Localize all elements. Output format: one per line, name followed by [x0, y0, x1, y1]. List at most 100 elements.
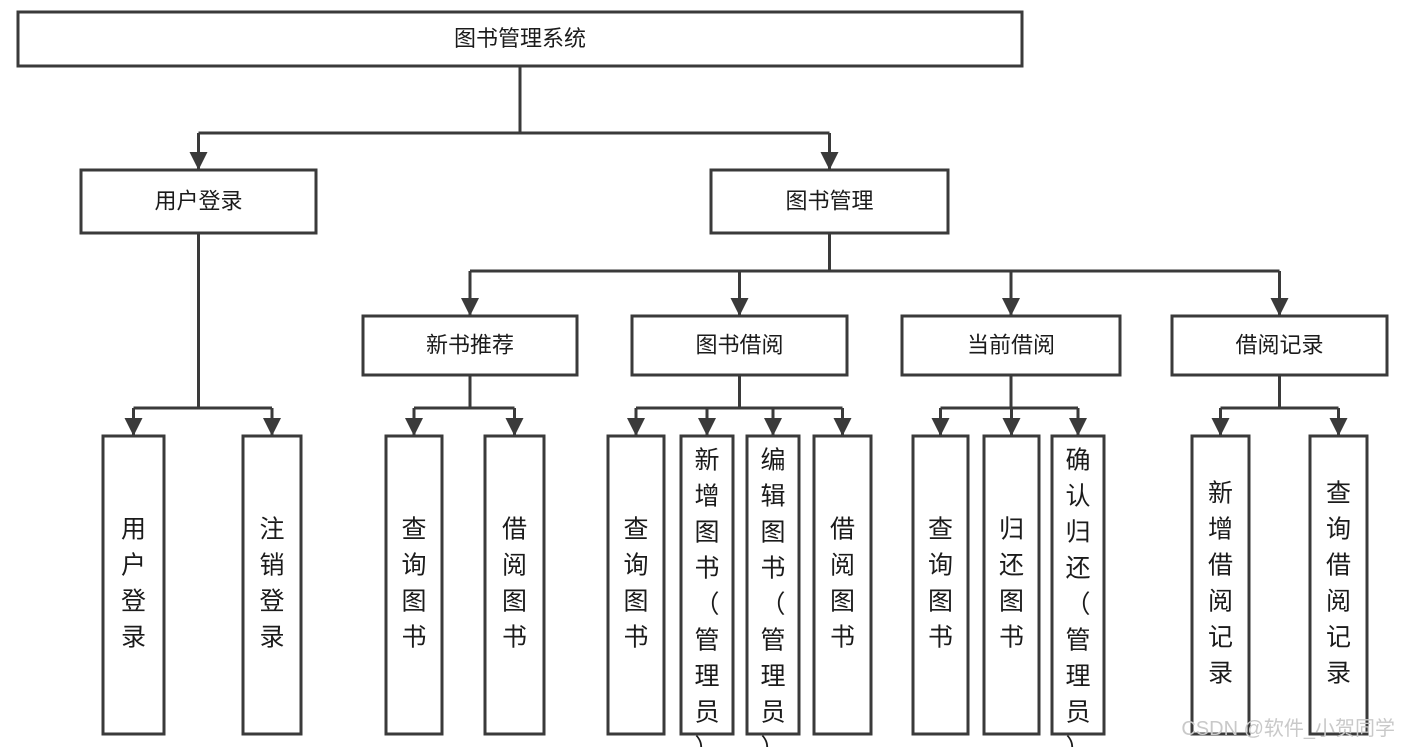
leaf-box[interactable]	[1050, 434, 1106, 736]
leaf-box[interactable]	[982, 434, 1041, 736]
leaf-box[interactable]	[1190, 434, 1251, 736]
leaf-box[interactable]	[101, 434, 166, 736]
leaf-label-char: 用	[121, 516, 146, 544]
leaf-box[interactable]	[483, 434, 546, 736]
node-box[interactable]	[709, 168, 950, 235]
diagram-nodes-layer: 图书管理系统用户登录图书管理新书推荐图书借阅当前借阅借阅记录用户登录注销登录查询…	[16, 10, 1389, 747]
arrow-head	[124, 418, 143, 436]
leaf-label-char: 理	[760, 663, 785, 691]
node-borrow-record[interactable]: 借阅记录	[1170, 314, 1389, 377]
leaf-label-char: 记	[1208, 624, 1233, 652]
leaf-label-char: 询	[401, 552, 426, 580]
leaf-label-char: 还	[1065, 555, 1090, 583]
node-new-book-recommend[interactable]: 新书推荐	[361, 314, 579, 377]
leaf-box[interactable]	[606, 434, 666, 736]
leaf-box[interactable]	[745, 434, 801, 736]
arrow-head	[1329, 418, 1348, 436]
leaf-label-char: 阅	[830, 552, 855, 580]
leaf-label-char: 管	[1065, 627, 1090, 655]
arrow-head	[820, 152, 839, 170]
leaf-label-char: 查	[623, 516, 648, 544]
leaf-label-char: 归	[1065, 519, 1090, 547]
leaf-label-char: 员	[760, 699, 785, 727]
node-title[interactable]: 图书管理系统	[16, 10, 1024, 68]
leaf-label-char: 借	[502, 516, 527, 544]
leaf-label-char: 图	[694, 519, 719, 547]
leaf-box[interactable]	[241, 434, 303, 736]
leaf-box[interactable]	[384, 434, 444, 736]
leaf-box[interactable]	[911, 434, 970, 736]
node-box[interactable]	[361, 314, 579, 377]
arrow-head	[405, 418, 423, 436]
leaf-label-char: 查	[401, 516, 426, 544]
csdn-watermark: CSDN @软件_小贺同学	[1181, 717, 1395, 740]
leaf-label-char: 确	[1065, 447, 1090, 475]
node-user-login[interactable]: 用户登录	[79, 168, 318, 235]
leaf-label-char: 查	[1326, 480, 1351, 508]
leaf-label-char: 阅	[1326, 588, 1351, 616]
node-box[interactable]	[1170, 314, 1389, 377]
leaf-label-char: 管	[760, 627, 785, 655]
leaf-label-char: 理	[694, 663, 719, 691]
leaf-label-char: 书	[999, 624, 1024, 652]
leaf-label-char: 辑	[760, 483, 785, 511]
node-box[interactable]	[630, 314, 849, 377]
arrow-head	[698, 418, 716, 436]
leaf-label-char: 理	[1065, 663, 1090, 691]
node-box[interactable]	[79, 168, 318, 235]
leaf-label-char: ）	[694, 735, 719, 747]
leaf-label-char: 询	[928, 552, 953, 580]
arrow-head	[764, 418, 782, 436]
node-current-borrow[interactable]: 当前借阅	[900, 314, 1122, 377]
leaf-label-char: 登	[259, 588, 284, 616]
node-box[interactable]	[900, 314, 1122, 377]
leaf-leaf-user-login[interactable]: 用户登录	[101, 434, 166, 736]
leaf-label-char: 录	[121, 624, 146, 652]
node-book-borrow[interactable]: 图书借阅	[630, 314, 849, 377]
leaf-label-char: 注	[259, 516, 284, 544]
leaf-label-char: 记	[1326, 624, 1351, 652]
leaf-label-char: 录	[1326, 660, 1351, 688]
leaf-label-char: 登	[121, 588, 146, 616]
node-box[interactable]	[16, 10, 1024, 68]
node-book-manage[interactable]: 图书管理	[709, 168, 950, 235]
leaf-box[interactable]	[679, 434, 735, 736]
arrow-head	[833, 418, 852, 436]
arrow-head	[263, 418, 281, 436]
leaf-label-char: 编	[760, 447, 785, 475]
arrow-head	[627, 418, 645, 436]
leaf-label-char: ）	[1065, 735, 1090, 747]
leaf-label-char: 书	[694, 555, 719, 583]
arrow-head	[1002, 298, 1020, 316]
leaf-label-char: 员	[1065, 699, 1090, 727]
leaf-label-char: 借	[1326, 552, 1351, 580]
node-label: 图书管理系统	[454, 26, 586, 51]
leaf-label-char: 录	[1208, 660, 1233, 688]
leaf-label-char: 还	[999, 552, 1024, 580]
leaf-label-char: 销	[259, 552, 284, 580]
arrow-head	[1211, 418, 1230, 436]
leaf-label-char: 增	[1208, 516, 1233, 544]
leaf-label-char: 归	[999, 516, 1024, 544]
leaf-box[interactable]	[1308, 434, 1369, 736]
leaf-label-char: 图	[623, 588, 648, 616]
leaf-label-char: 新	[1208, 480, 1233, 508]
leaf-label-char: 询	[1326, 516, 1351, 544]
leaf-label-char: （	[760, 591, 785, 619]
arrow-head	[461, 298, 479, 316]
connector-edges-layer	[124, 66, 1348, 436]
leaf-box[interactable]	[812, 434, 873, 736]
leaf-label-char: 书	[928, 624, 953, 652]
